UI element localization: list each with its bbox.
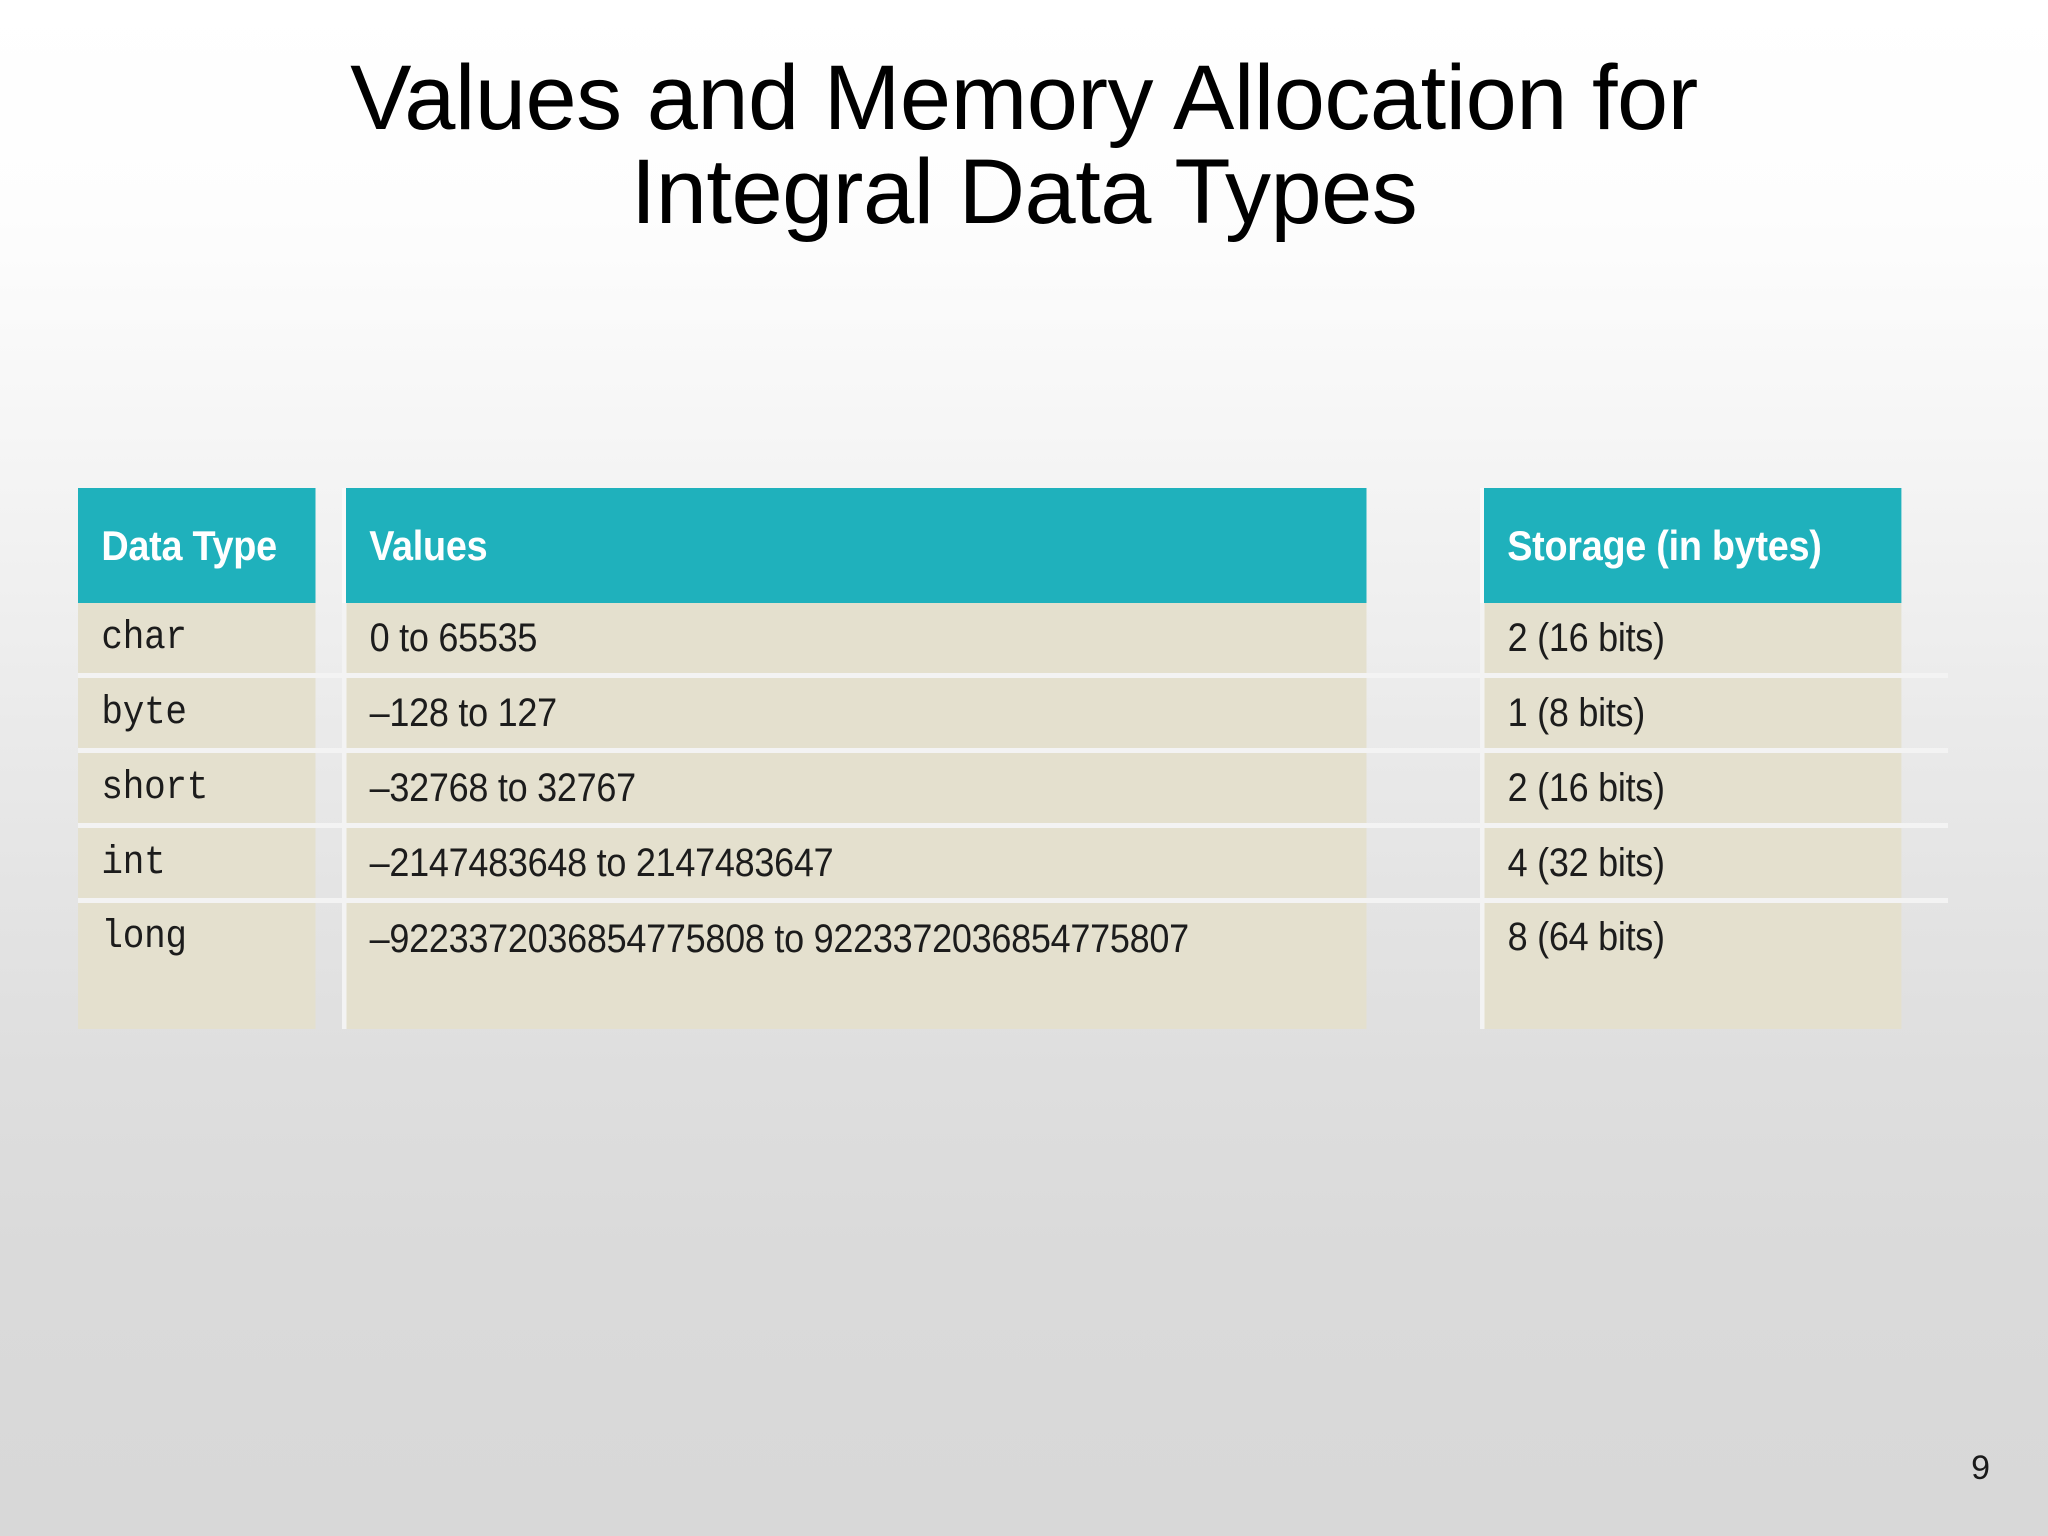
cell-values: –32768 to 32767 [344,750,1371,828]
column-header-storage: Storage (in bytes) [1482,488,1902,603]
cell-values: –128 to 127 [344,675,1371,753]
cell-storage: 4 (32 bits) [1482,825,1902,903]
data-types-table-container: Data Type Values Storage (in bytes) char… [78,488,1948,1029]
table-row: char 0 to 65535 2 (16 bits) [78,603,1948,678]
table-header: Data Type Values Storage (in bytes) [78,488,1948,603]
cell-values: –2147483648 to 2147483647 [344,825,1371,903]
cell-data-type: long [78,900,320,1029]
cell-storage: 8 (64 bits) [1482,900,1902,1029]
cell-storage: 1 (8 bits) [1482,675,1902,753]
cell-data-type: char [78,603,320,678]
cell-values: 0 to 65535 [344,603,1371,678]
table-header-row: Data Type Values Storage (in bytes) [78,488,1948,603]
page-number: 9 [1971,1449,1990,1487]
column-header-data-type: Data Type [78,488,320,603]
column-header-values: Values [344,488,1370,603]
cell-values: –9223372036854775808 to 9223372036854775… [344,900,1371,1029]
cell-data-type: short [78,750,320,828]
table-row: byte –128 to 127 1 (8 bits) [78,675,1948,753]
table-body: char 0 to 65535 2 (16 bits) byte –128 to… [78,603,1948,1029]
cell-storage: 2 (16 bits) [1482,603,1902,678]
table-row: int –2147483648 to 2147483647 4 (32 bits… [78,825,1948,903]
table-row: short –32768 to 32767 2 (16 bits) [78,750,1948,828]
cell-data-type: int [78,825,320,903]
page-title: Values and Memory Allocation for Integra… [128,47,1920,243]
cell-data-type: byte [78,675,320,753]
page-title-line-2: Integral Data Types [630,140,1418,243]
table-row: long –9223372036854775808 to 92233720368… [78,900,1948,1029]
cell-storage: 2 (16 bits) [1482,750,1902,828]
data-types-table: Data Type Values Storage (in bytes) char… [78,488,1948,1029]
page-title-line-1: Values and Memory Allocation for [350,47,1698,149]
